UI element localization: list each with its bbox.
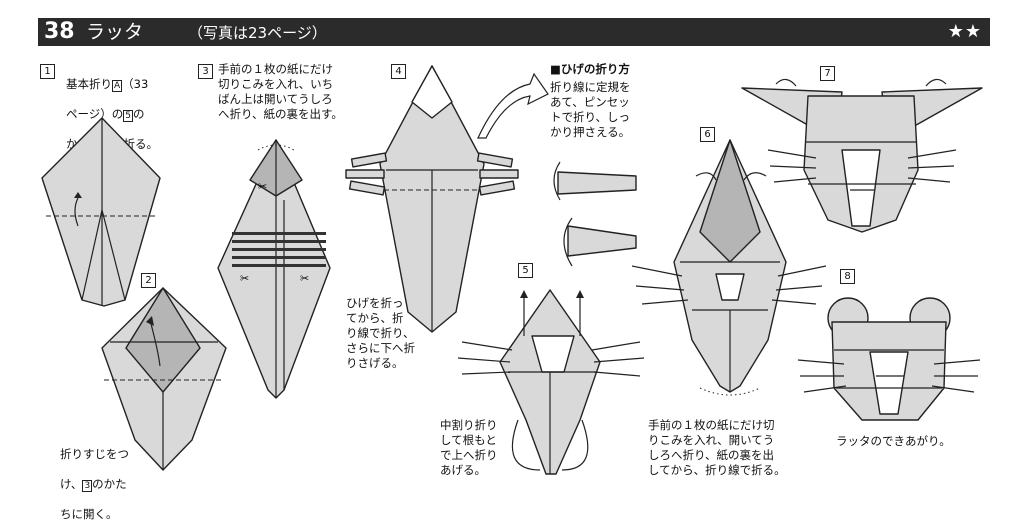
svg-text:✂: ✂: [240, 272, 249, 285]
model-subtitle: （写真は23ページ）: [188, 24, 327, 42]
step-5-diagram: [457, 289, 645, 475]
step-1-diagram: [41, 117, 161, 307]
step-8-text: ラッタのできあがり。: [836, 434, 951, 448]
step-8-diagram: [797, 297, 981, 421]
title-bar: 38 ラッタ （写真は23ページ） ★★: [38, 18, 990, 46]
step-1-number: 1: [40, 64, 55, 79]
step-8-number: 8: [840, 269, 855, 284]
step-4-number: 4: [391, 64, 406, 79]
step-2-number: 2: [141, 273, 156, 288]
step-6-diagram: [631, 139, 827, 396]
box-a-label: A: [112, 80, 123, 92]
model-title: ラッタ: [86, 21, 144, 43]
model-number: 38: [44, 19, 75, 44]
difficulty-rating: ★★: [947, 21, 982, 42]
whisker-tip-diagram: [553, 161, 637, 267]
step-6-number: 6: [700, 127, 715, 142]
box-3-label: 3: [82, 480, 93, 492]
box-5-label: 5: [123, 110, 134, 122]
tip-heading: ■ひげの折り方: [550, 62, 630, 76]
step-4-text: ひげを折っ てから、折 り線で折り、 さらに下へ折 りさげる。: [346, 296, 415, 370]
step-4-diagram: [345, 65, 549, 333]
svg-text:✂: ✂: [258, 180, 267, 193]
step-3-number: 3: [198, 64, 213, 79]
svg-text:✂: ✂: [300, 272, 309, 285]
tip-text: 折り線に定規を あて、ピンセッ トで折り、しっ かり押さえる。: [550, 80, 631, 139]
step-3-diagram: ✂ ✂ ✂: [217, 139, 331, 399]
step-6-text: 手前の１枚の紙にだけ切 りこみを入れ、開いてう しろへ折り、紙の裏を出 してから…: [648, 418, 786, 477]
step-3-text: 手前の１枚の紙にだけ 切りこみを入れ、いち ばん上は開いてうしろ へ折り、紙の裏…: [218, 62, 343, 121]
step-5-number: 5: [518, 263, 533, 278]
step-5-text: 中割り折り して根もと で上へ折り あげる。: [440, 418, 498, 477]
step-2-diagram: [101, 287, 227, 471]
step-7-diagram: [741, 78, 983, 233]
step-7-number: 7: [820, 66, 835, 81]
origami-diagrams: ✂ ✂ ✂: [41, 65, 983, 475]
